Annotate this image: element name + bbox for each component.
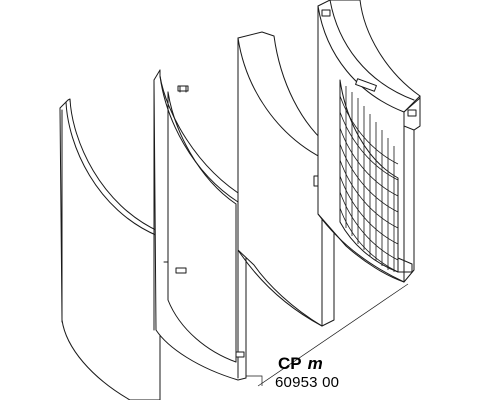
part-abbreviation: CP: [278, 354, 302, 373]
part-size: m: [307, 354, 323, 373]
outer-cover-panel: [59, 98, 161, 400]
grid-basket: [317, 0, 421, 283]
frame-pin-middle: [163, 261, 187, 274]
part-name: CP m: [278, 354, 323, 374]
article-number: 60953 00: [275, 374, 340, 391]
basket-bottom-tab: [397, 257, 413, 273]
basket-clip-right: [403, 97, 421, 131]
frame-pin-bottom: [235, 351, 245, 358]
basket-clip-top: [355, 78, 377, 92]
frame-pin-top: [177, 85, 189, 93]
basket-clip-top-left: [321, 9, 331, 17]
basket-grid: [339, 79, 399, 273]
curved-frame: [153, 69, 247, 381]
leader-lines: [246, 283, 409, 387]
